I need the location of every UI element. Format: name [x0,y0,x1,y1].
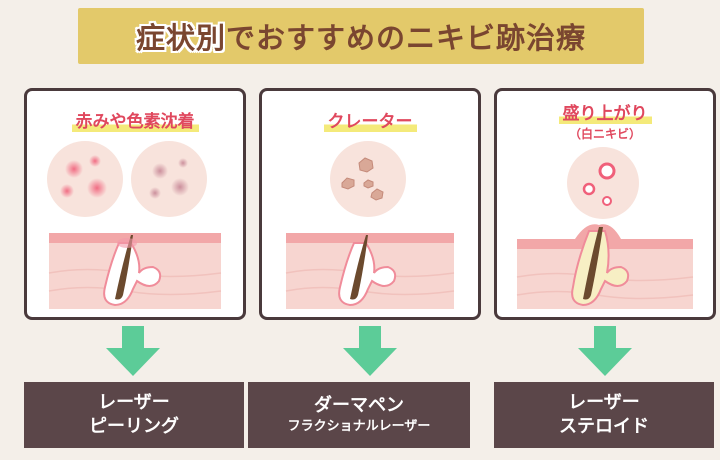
redness-illustration [47,141,222,309]
title-banner: 症状別 でおすすめのニキビ跡治療 [78,8,644,64]
method-box-raised: レーザー ステロイド [494,382,714,448]
card-label: 盛り上がり [497,99,713,124]
title-text: でおすすめのニキビ跡治療 [226,21,587,55]
card-sublabel: （白ニキビ） [568,127,641,141]
skin-circle-raised [567,147,639,219]
arrow-down-icon [106,326,160,376]
skin-circle-crater [330,141,406,217]
method-line: フラクショナルレーザー [287,419,431,435]
method-box-redness: レーザー ピーリング [24,382,244,448]
method-line: ダーマペン [314,395,404,417]
crater-illustration [285,141,455,309]
card-redness: 赤みや色素沈着 [24,88,246,320]
skin-circle-pigment [131,141,207,217]
skin-circle-red [47,141,123,217]
method-line: レーザー [98,391,170,413]
method-line: ステロイド [559,416,649,437]
method-line: レーザー [568,391,640,413]
arrow-down-icon [343,326,397,376]
card-crater: クレーター [259,88,481,320]
card-label: 赤みや色素沈着 [27,107,243,132]
arrow-down-icon [578,326,632,376]
title-highlight: 症状別 [135,21,226,55]
card-raised: 盛り上がり （白ニキビ） [494,88,716,320]
raised-illustration [516,147,694,309]
method-box-crater: ダーマペン フラクショナルレーザー [248,382,470,448]
method-line: ピーリング [89,416,179,437]
card-label: クレーター [262,107,478,132]
